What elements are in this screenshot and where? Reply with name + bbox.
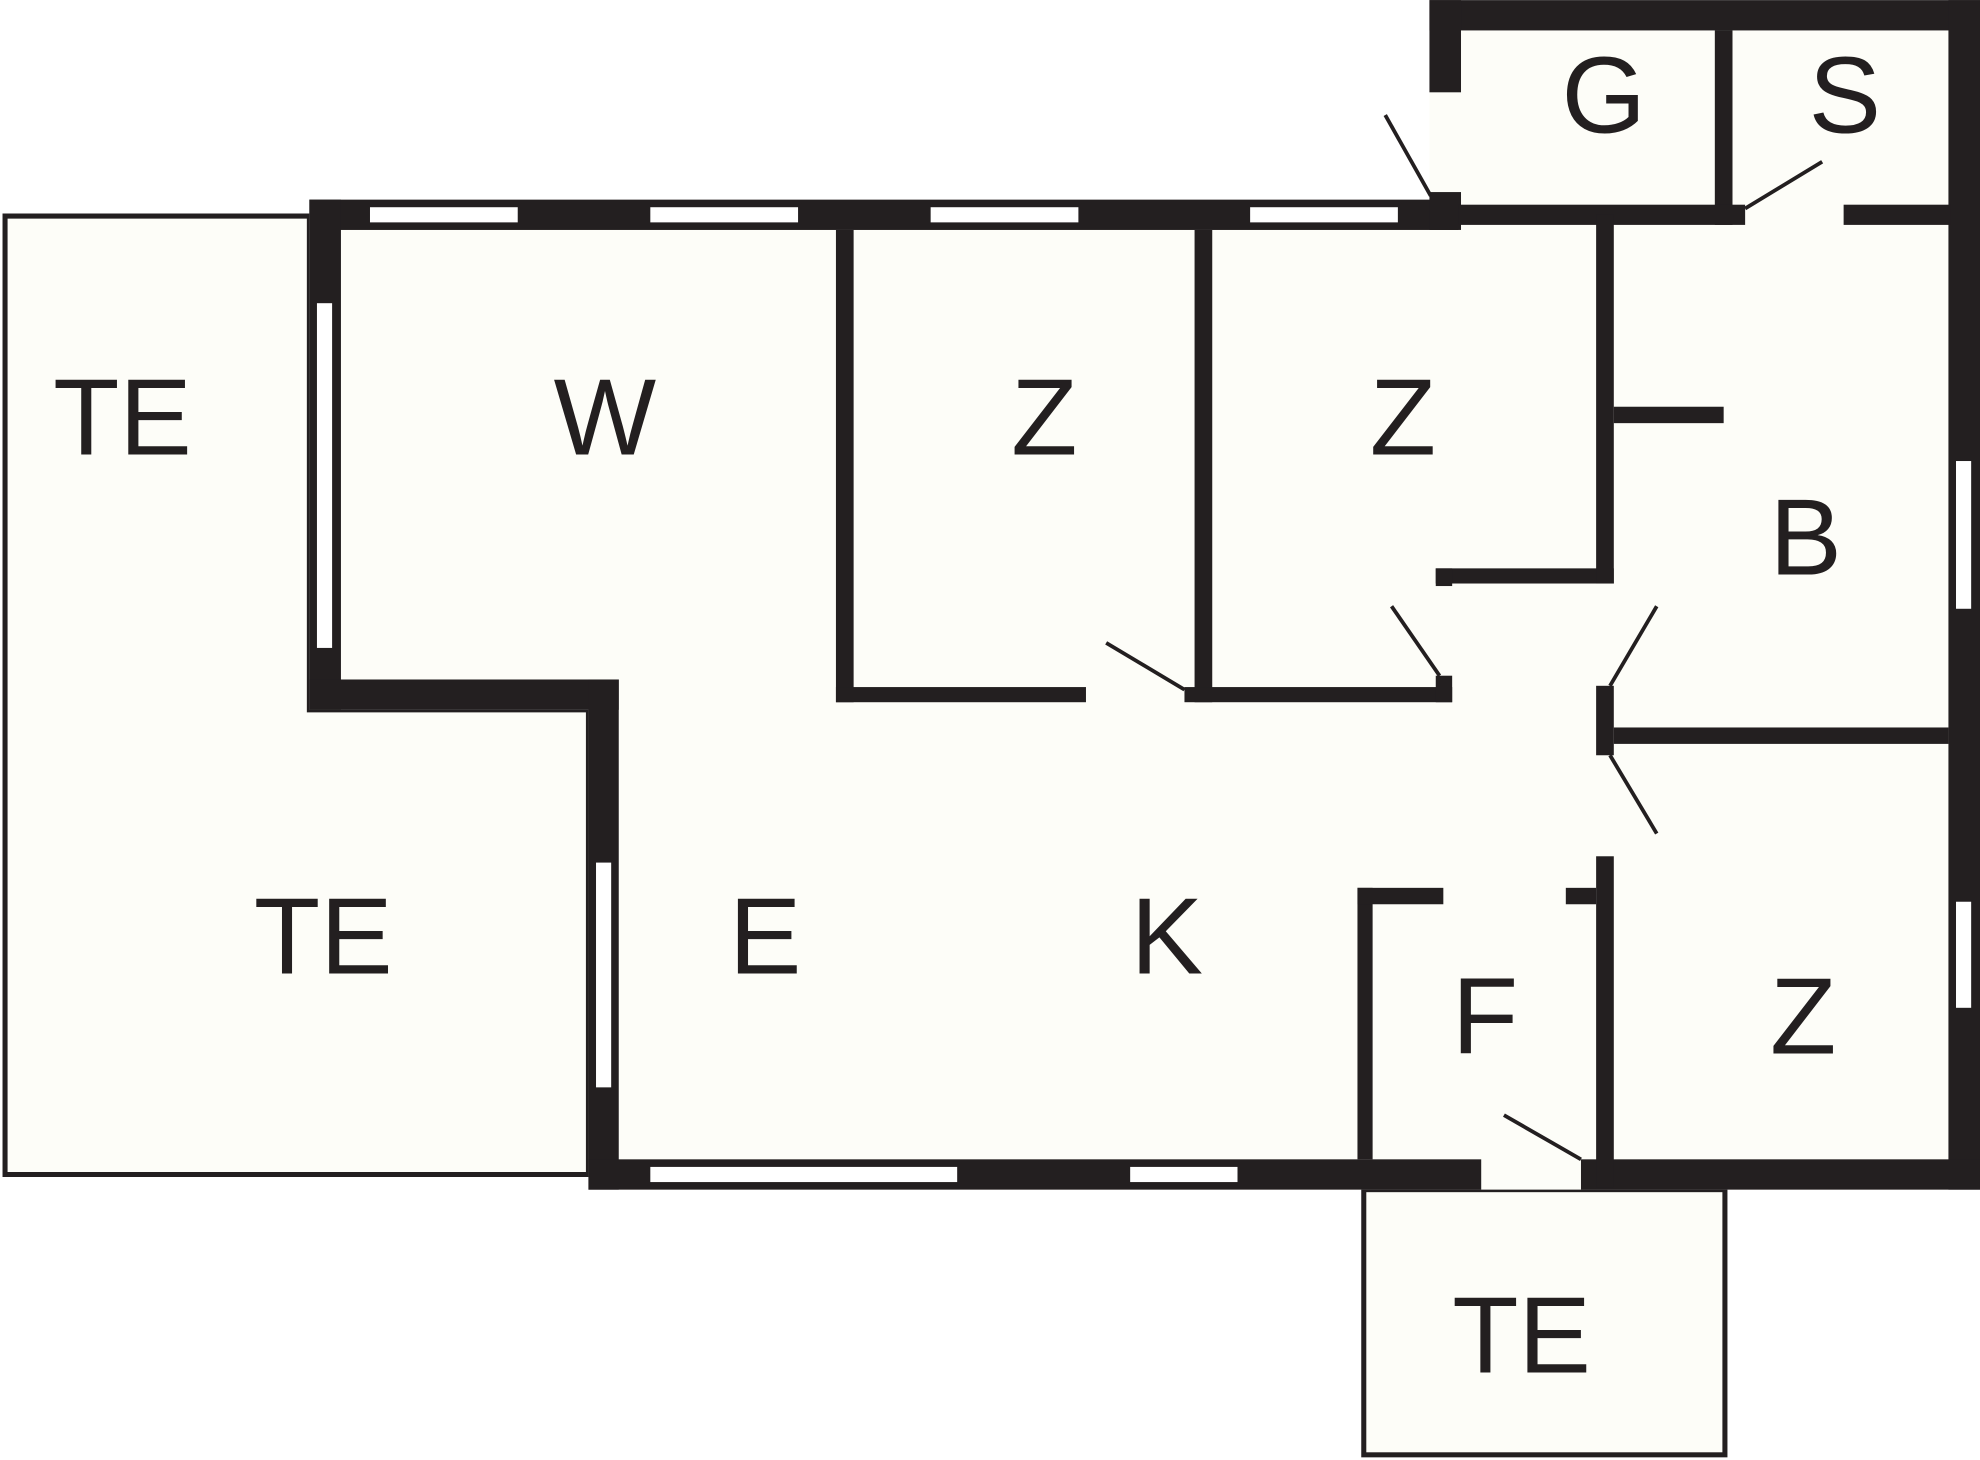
door-swings: [1105, 114, 1824, 1161]
room-label-dining: E: [729, 877, 801, 998]
terrace-bottom: [1361, 1187, 1728, 1458]
room-label-bathroom: B: [1770, 478, 1842, 599]
room-label-storage: S: [1809, 36, 1881, 157]
room-label-living: W: [554, 358, 657, 479]
room-label-bedroom: Z: [1770, 956, 1836, 1077]
room-label-terrace: TE: [53, 358, 192, 479]
room-label-hallway: F: [1452, 956, 1518, 1077]
room-label-bedroom: Z: [1011, 358, 1077, 479]
room-label-terrace: TE: [254, 877, 393, 998]
room-label-kitchen: K: [1131, 877, 1203, 998]
windows: [316, 207, 1972, 1183]
interior-floor: [309, 0, 1980, 1190]
room-label-terrace: TE: [1452, 1276, 1591, 1397]
room-label-storage: G: [1561, 36, 1645, 157]
room-label-bedroom: Z: [1370, 358, 1436, 479]
